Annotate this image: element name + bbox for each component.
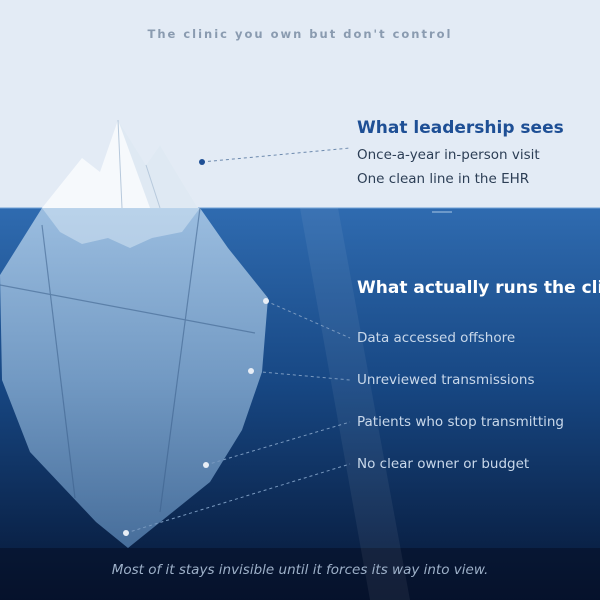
connector-lines bbox=[125, 147, 351, 534]
caption-band bbox=[0, 548, 600, 600]
iceberg-tip-lines bbox=[117, 119, 161, 209]
below-water-heading: What actually runs the clinic bbox=[357, 278, 600, 298]
above-water-heading: What leadership sees bbox=[357, 118, 564, 138]
below-water-item: No clear owner or budget bbox=[357, 456, 530, 472]
iceberg-tip-shade bbox=[118, 120, 198, 208]
above-water-item: Once-a-year in-person visit bbox=[357, 147, 540, 163]
connector-dots bbox=[123, 159, 269, 536]
below-water-item: Patients who stop transmitting bbox=[357, 414, 564, 430]
iceberg-underside-highlight bbox=[42, 208, 200, 248]
marker-dot-no-owner bbox=[123, 530, 129, 536]
marker-dot-offshore bbox=[263, 298, 269, 304]
kicker-title: The clinic you own but don't control bbox=[147, 27, 453, 41]
marker-dot-leadership bbox=[199, 159, 205, 165]
light-beam bbox=[300, 208, 410, 600]
below-water-item: Data accessed offshore bbox=[357, 330, 516, 346]
marker-dot-unreviewed bbox=[248, 368, 254, 374]
iceberg-underwater bbox=[0, 208, 268, 548]
above-water-item: One clean line in the EHR bbox=[357, 171, 530, 187]
marker-dot-stop-transmitting bbox=[203, 462, 209, 468]
below-water-item: Unreviewed transmissions bbox=[357, 372, 535, 388]
caption: Most of it stays invisible until it forc… bbox=[111, 562, 489, 578]
iceberg-facets bbox=[0, 207, 256, 513]
